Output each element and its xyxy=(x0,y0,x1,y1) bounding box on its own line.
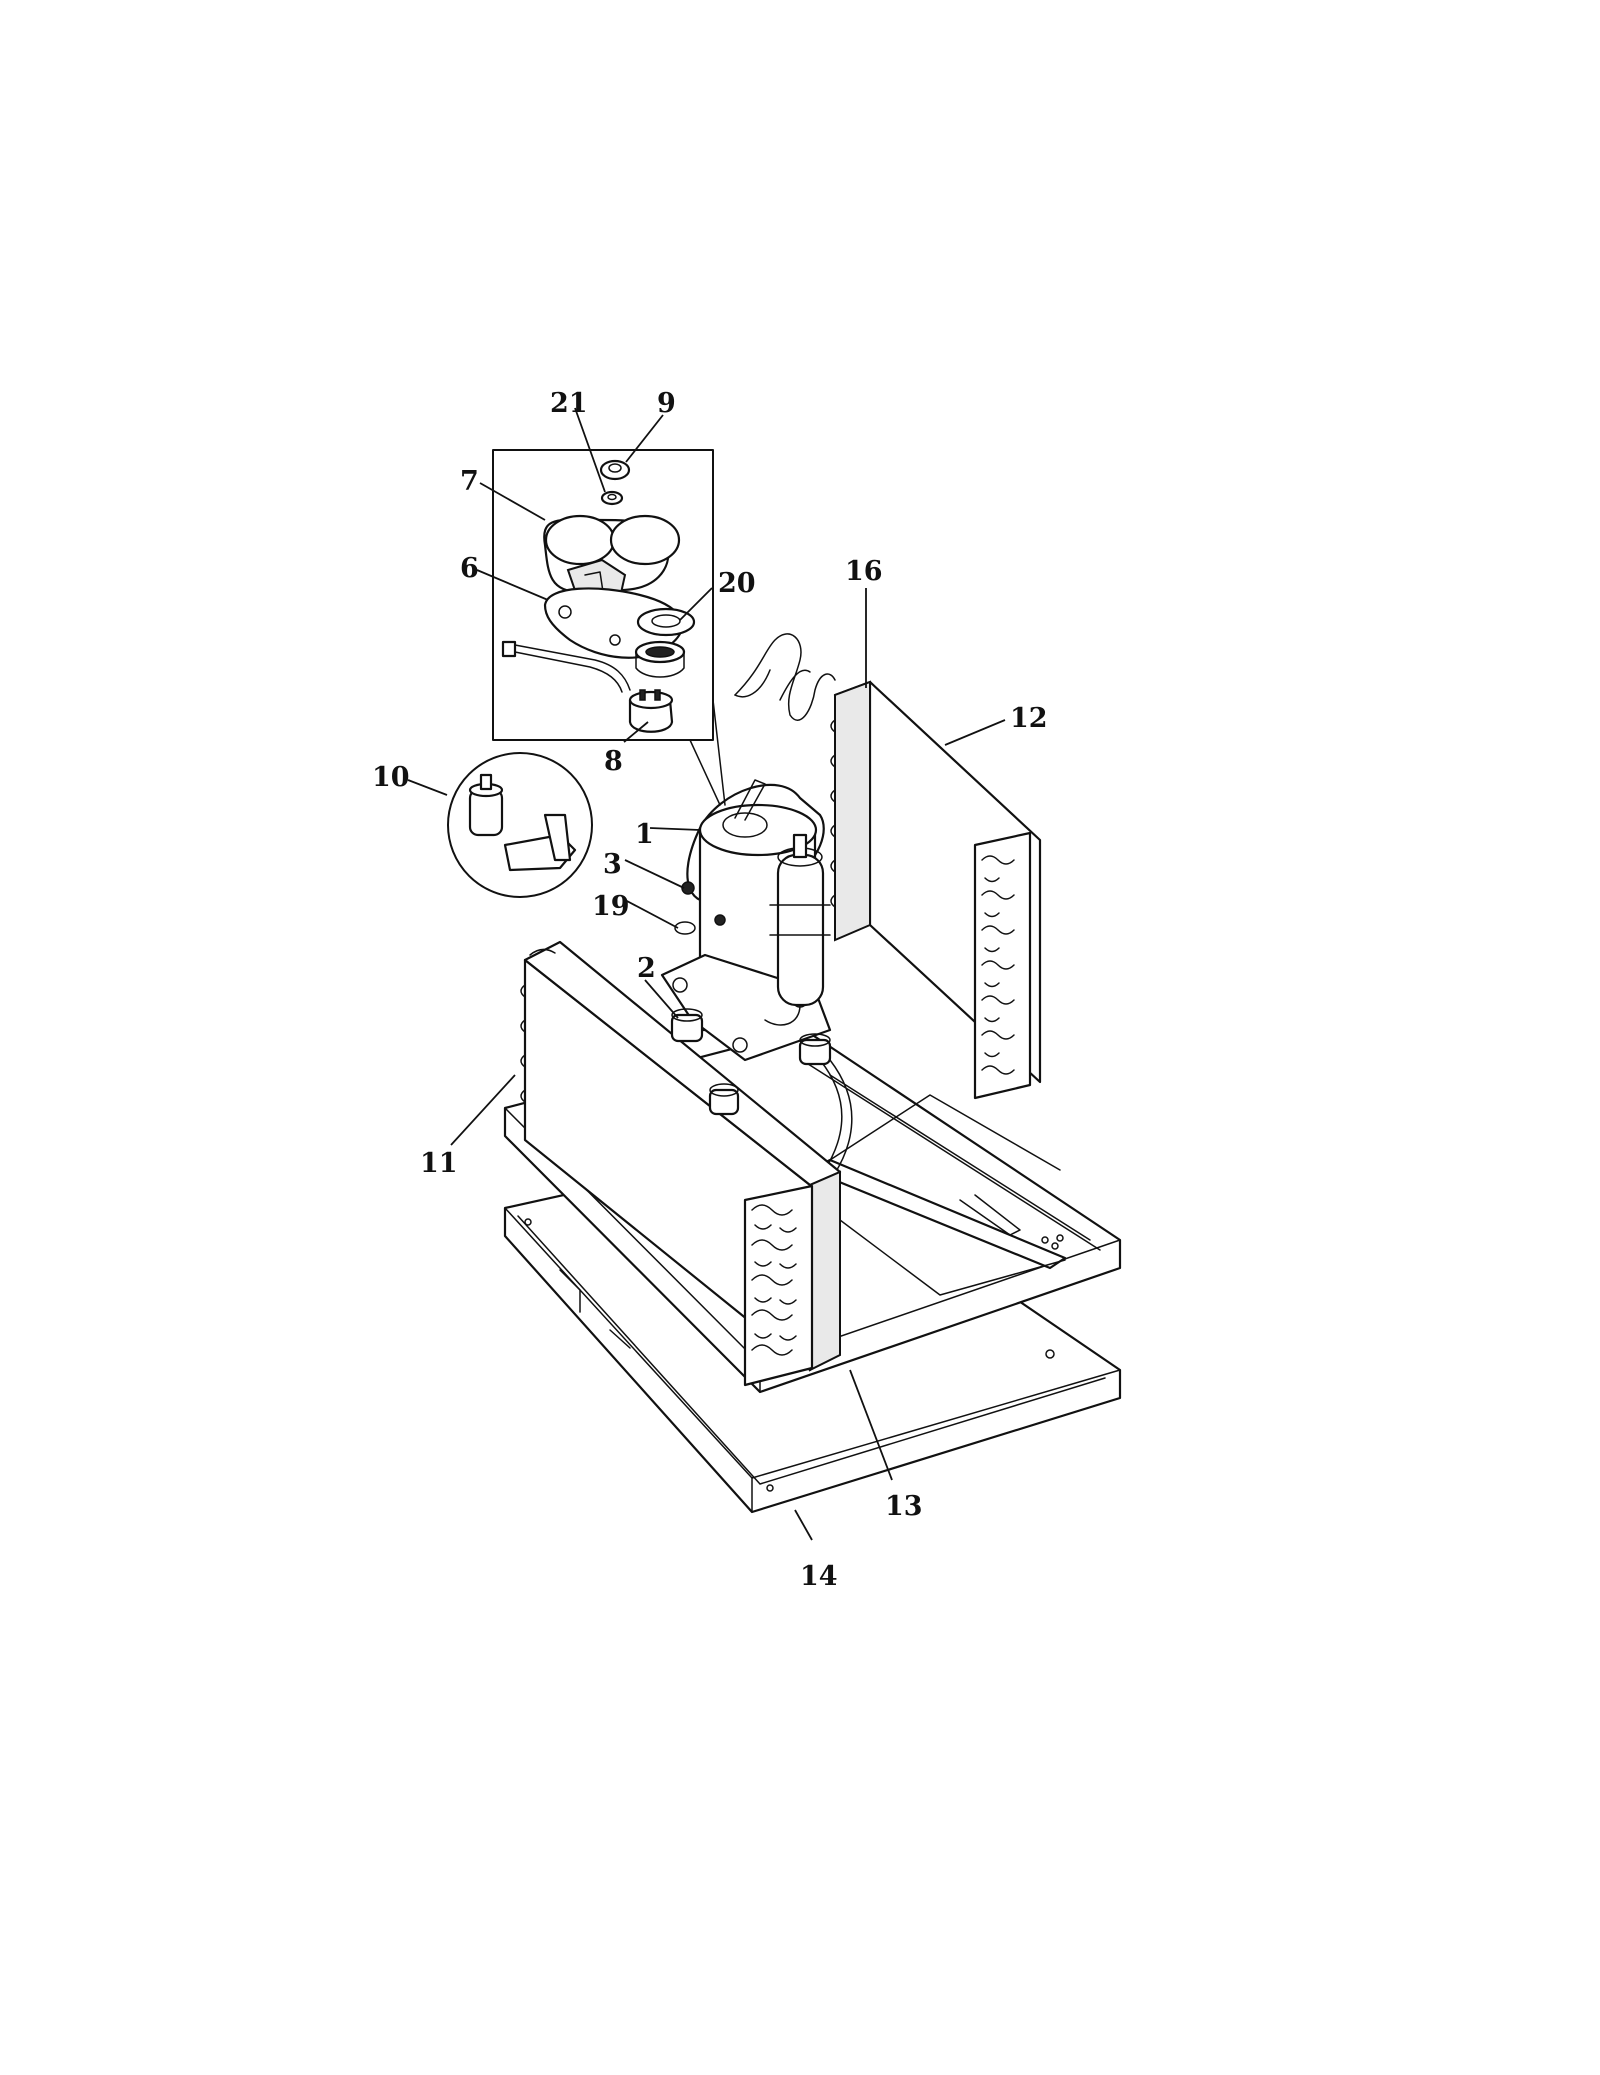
callout-labels: 21 9 7 6 20 16 12 8 10 1 3 19 2 11 13 14 xyxy=(372,388,1048,1592)
callout-7: 7 xyxy=(460,466,479,497)
callout-19: 19 xyxy=(592,891,630,922)
callout-10: 10 xyxy=(372,762,410,793)
callout-11: 11 xyxy=(420,1148,458,1179)
callout-14: 14 xyxy=(800,1561,838,1592)
compressor xyxy=(660,779,832,1116)
leader-lines xyxy=(407,407,1006,1541)
callout-13: 13 xyxy=(885,1491,923,1522)
callout-2: 2 xyxy=(637,953,656,984)
callout-6: 6 xyxy=(460,553,479,584)
condenser-coil xyxy=(520,940,842,1387)
capillary-tube xyxy=(734,633,836,721)
callout-3: 3 xyxy=(603,849,622,880)
evaporator-coil xyxy=(830,680,1042,1100)
detail-circle-capacitor xyxy=(447,752,593,898)
callout-16: 16 xyxy=(845,556,883,587)
callout-12: 12 xyxy=(1010,703,1048,734)
detail-box-terminal-cover xyxy=(492,449,726,806)
callout-1: 1 xyxy=(635,819,654,850)
callout-21: 21 xyxy=(550,388,588,419)
callout-20: 20 xyxy=(718,568,756,599)
callout-9: 9 xyxy=(657,388,676,419)
callout-8: 8 xyxy=(604,746,623,777)
